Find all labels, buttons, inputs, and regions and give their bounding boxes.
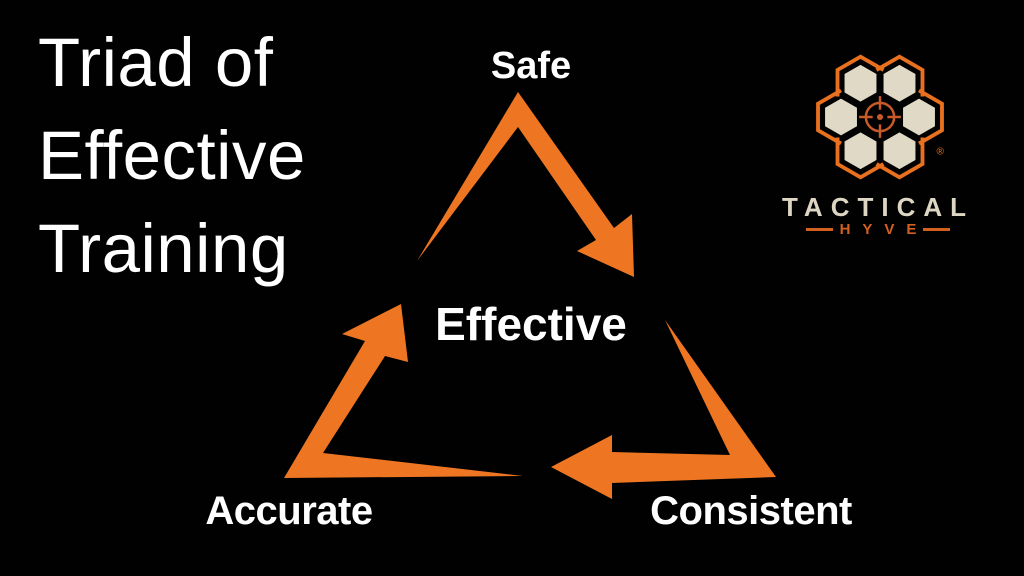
logo-hexagons	[825, 64, 935, 170]
title-line-3: Training	[38, 210, 289, 287]
logo-frame	[816, 54, 944, 180]
logo-frame-segment	[816, 88, 842, 146]
arrow-consistent-to-accurate	[551, 320, 776, 499]
logo-frame-segment	[875, 54, 925, 97]
brand-name-tactical: TACTICAL	[781, 192, 975, 222]
logo-hexagon	[844, 64, 877, 102]
brand-name-hyve: HYVE	[839, 221, 929, 238]
tactical-hyve-logo: ®	[816, 54, 945, 180]
logo-hexagon	[844, 132, 877, 170]
page-title: Triad of Effective Training	[38, 16, 306, 295]
logo-frame-segment	[875, 137, 925, 180]
title-line-2: Effective	[38, 117, 306, 194]
label-safe: Safe	[490, 45, 572, 87]
hyve-dash-right	[923, 228, 951, 231]
logo-frame-segment	[835, 54, 885, 97]
logo-frame-segment	[835, 137, 885, 180]
logo-hexagon	[883, 132, 916, 170]
crosshair-icon	[859, 96, 901, 138]
arrow-accurate-to-safe	[284, 304, 523, 478]
hyve-dash-left	[805, 228, 833, 231]
registered-trademark: ®	[937, 146, 945, 157]
logo-frame-segment	[918, 88, 944, 146]
brand-name-hyve-row: HYVE	[768, 221, 988, 238]
logo-hexagon	[825, 98, 857, 136]
label-consistent: Consistent	[650, 489, 852, 533]
logo-hexagon	[883, 64, 916, 102]
arrow-safe-to-consistent	[417, 92, 634, 277]
crosshair-center-dot	[876, 113, 884, 121]
label-accurate: Accurate	[205, 489, 373, 533]
logo-hexagon	[903, 98, 935, 136]
title-line-1: Triad of	[38, 24, 274, 101]
label-effective: Effective	[435, 298, 627, 350]
